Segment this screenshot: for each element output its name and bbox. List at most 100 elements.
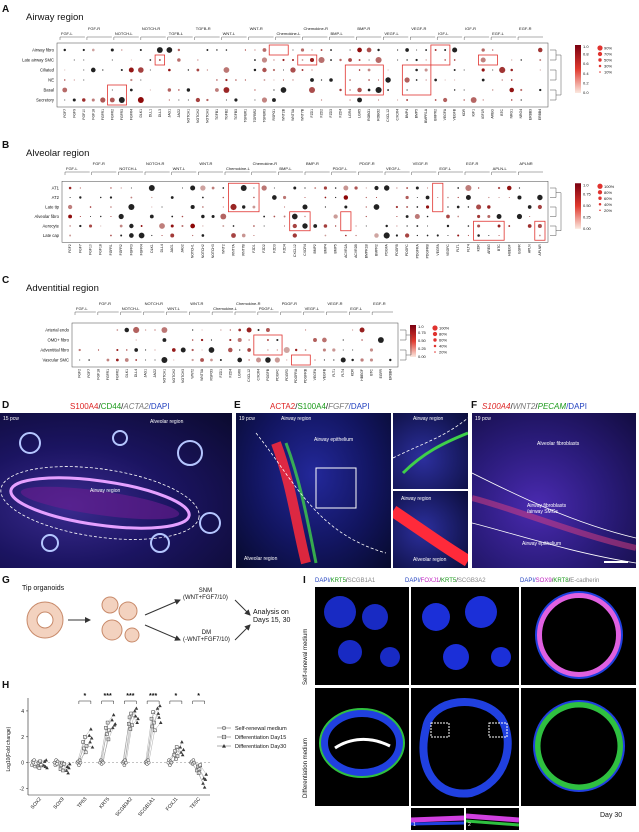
expression-dot <box>491 89 494 91</box>
expression-dot <box>64 69 66 71</box>
expression-dot <box>78 348 81 352</box>
stain-sep: / <box>325 402 329 411</box>
group-label: EGF-R <box>519 26 532 31</box>
expression-dot <box>320 99 323 101</box>
paired-line <box>77 741 84 763</box>
expression-dot <box>537 223 542 229</box>
y-tick-label: 4 <box>21 709 24 715</box>
paired-line <box>131 713 138 723</box>
dendrogram-branch <box>406 334 412 356</box>
stain-pecam: PECAM <box>537 402 567 411</box>
expression-dot <box>510 99 513 101</box>
expression-dot <box>349 89 351 91</box>
expression-dot <box>397 99 399 101</box>
expression-dot <box>69 234 72 237</box>
expression-dot <box>447 196 449 199</box>
column-label: FGF18 <box>99 244 103 255</box>
size-legend-label: 60% <box>439 338 447 343</box>
dendrogram-branch <box>550 225 557 236</box>
column-label: BMPR2 <box>374 244 378 256</box>
column-label: FZD4 <box>283 244 287 253</box>
expression-dot <box>168 99 171 101</box>
expression-dot <box>293 186 297 190</box>
column-label: PDGFRB <box>304 368 308 383</box>
expression-dot <box>313 338 317 342</box>
schematic <box>26 596 251 643</box>
paired-line <box>106 727 113 735</box>
expression-dot <box>83 69 85 71</box>
size-legend-dot <box>598 196 602 200</box>
highlight-box <box>340 211 352 232</box>
expression-dot <box>342 349 344 351</box>
paired-line <box>146 712 154 764</box>
x-tick-label: SCGB1A1 <box>137 796 157 818</box>
expression-dot <box>100 215 102 218</box>
size-legend-label: 10% <box>604 70 612 75</box>
data-point <box>44 758 48 762</box>
expression-dot <box>414 213 420 220</box>
colorbar-tick: 1.0 <box>583 182 589 187</box>
expression-dot <box>235 79 237 81</box>
expression-dot <box>374 185 379 191</box>
expression-dot <box>256 357 262 363</box>
data-point <box>89 727 93 731</box>
region-label: Airway epithelium <box>522 541 562 547</box>
tissue-overlay <box>393 417 468 475</box>
expression-dot <box>538 47 543 53</box>
expression-dot <box>120 234 123 237</box>
stain-scgb1a1: SCGB1A1 <box>347 578 376 584</box>
column-label: WNT5A <box>291 108 295 121</box>
paired-line <box>101 722 108 764</box>
group-label: EGF-L <box>492 31 505 36</box>
x-tick-label: SCGB3A2 <box>114 796 134 818</box>
y-axis-label: Log10(Fold change) <box>6 726 12 771</box>
data-point <box>101 760 105 765</box>
group-label: WNT-L <box>173 166 186 171</box>
expression-dot <box>537 204 542 210</box>
expression-dot <box>508 196 510 199</box>
column-label: VEGFC <box>446 244 450 256</box>
column-label: NOTCH2 <box>172 369 176 383</box>
data-point <box>180 740 184 744</box>
plot-frame <box>61 181 549 243</box>
expression-dot <box>415 68 418 72</box>
y-tick-label: 0 <box>21 761 24 767</box>
expression-dot <box>283 346 290 354</box>
expression-dot <box>357 97 362 103</box>
highlight-box <box>534 220 546 241</box>
column-label: NOTCH1 <box>191 244 195 258</box>
expression-dot <box>148 185 155 191</box>
column-label: FGFR2 <box>115 369 119 380</box>
column-label: FLT4 <box>466 244 470 252</box>
expression-dot <box>309 57 315 63</box>
expression-dot <box>395 234 399 237</box>
inset-label: 2 <box>468 822 471 828</box>
expression-dot <box>343 195 349 200</box>
paired-line <box>40 765 48 768</box>
group-label: TGFB-L <box>169 31 184 36</box>
column-label: FGF9 <box>72 109 76 118</box>
expression-dot <box>191 329 194 331</box>
expression-dot <box>415 79 418 81</box>
region-label: Alveolar fibroblasts <box>537 441 580 447</box>
row-label-srm: Self-renewal medium <box>303 590 313 690</box>
paired-line <box>83 735 90 743</box>
highlight-box <box>289 211 311 232</box>
expression-dot <box>406 205 409 209</box>
expression-dot <box>520 99 522 101</box>
paired-line <box>100 734 107 761</box>
expression-dot <box>389 358 392 362</box>
column-label: WNT2B <box>281 108 285 121</box>
column-label: NOTCH1 <box>186 109 190 123</box>
legend-label: Differentiation Day15 <box>235 735 286 741</box>
column-label: CXCL12 <box>386 109 390 122</box>
column-label: FGFR3 <box>120 109 124 120</box>
data-point <box>90 745 95 749</box>
expression-dot <box>480 57 486 63</box>
expression-dot <box>292 59 294 61</box>
expression-dot <box>232 225 235 227</box>
expression-dot <box>352 329 354 331</box>
column-label: ERBB4 <box>538 109 542 120</box>
column-label: DLK1 <box>139 109 143 118</box>
expression-dot <box>111 59 113 61</box>
